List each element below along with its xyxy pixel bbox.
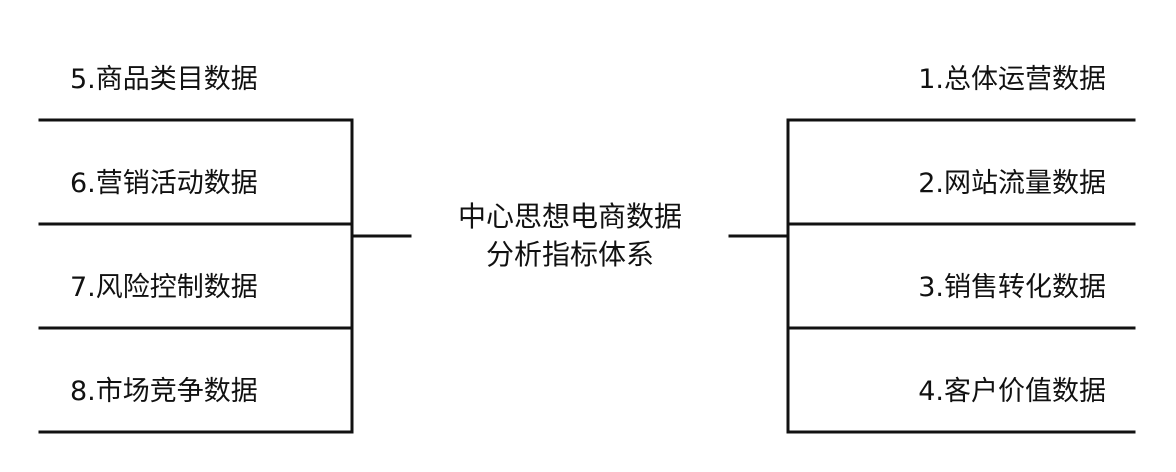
left-item-category: 5.商品类目数据 (70, 64, 258, 95)
center-title-line-2: 分析指标体系 (485, 238, 654, 271)
right-item-traffic: 2.网站流量数据 (918, 168, 1106, 199)
left-item-marketing: 6.营销活动数据 (70, 168, 258, 199)
left-item-risk: 7.风险控制数据 (70, 272, 258, 303)
right-item-customer-value: 4.客户价值数据 (918, 376, 1106, 407)
center-title-line-1: 中心思想电商数据 (457, 200, 682, 233)
center-title: 中心思想电商数据 分析指标体系 (412, 198, 728, 274)
left-item-market: 8.市场竞争数据 (70, 376, 258, 407)
right-item-conversion: 3.销售转化数据 (918, 272, 1106, 303)
right-item-operations: 1.总体运营数据 (918, 64, 1106, 95)
